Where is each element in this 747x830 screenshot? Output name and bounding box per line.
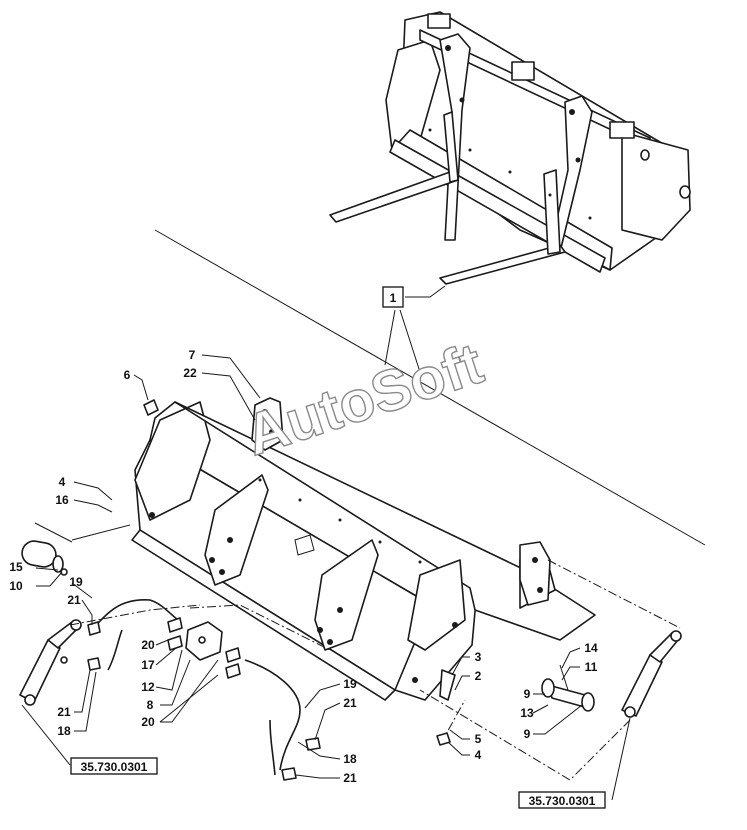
- callout-label: 21: [343, 696, 357, 710]
- svg-text:35.730.0301: 35.730.0301: [81, 760, 148, 774]
- callout-label: 11: [585, 660, 598, 674]
- loader-bucket: [131, 397, 596, 701]
- wear-pad: [143, 399, 159, 416]
- callout-label: 13: [520, 706, 534, 720]
- callout-label: 10: [9, 579, 23, 593]
- valve-block: [185, 621, 223, 661]
- callout-label: 5: [475, 732, 482, 746]
- svg-text:35.730.0301: 35.730.0301: [529, 794, 596, 808]
- callout-label: 14: [584, 641, 598, 655]
- callout-label: 4: [59, 475, 66, 489]
- callout-label: 18: [57, 724, 71, 738]
- callout-label: 4: [475, 748, 482, 762]
- cutting-edge-bolt: [439, 669, 456, 701]
- callout-label: 15: [9, 560, 23, 574]
- callout-label: 3: [475, 650, 482, 664]
- callout-label: 9: [524, 687, 531, 701]
- callout-labels: 7 22 6 4 16 15 10 19 21 20 17 12 8 20 21…: [9, 348, 598, 785]
- svg-text:1: 1: [390, 291, 397, 305]
- callout-label: 2: [475, 669, 482, 683]
- right-ram-cylinder: [621, 630, 682, 718]
- hose-fittings: [87, 617, 321, 781]
- leader-lines: [21, 354, 631, 801]
- callout-label: 9: [524, 727, 531, 741]
- callout-label: 6: [124, 368, 131, 382]
- callout-label: 18: [343, 752, 357, 766]
- left-ram-cylinder: [19, 619, 82, 706]
- callout-label: 7: [189, 348, 196, 362]
- callout-label: 21: [343, 771, 357, 785]
- callout-label: 17: [141, 658, 155, 672]
- bucket-with-pallet-forks: [329, 11, 691, 285]
- reference-box-left: 35.730.0301: [70, 757, 158, 775]
- reference-box-right: 35.730.0301: [518, 791, 606, 809]
- hydraulic-hoses: [91, 599, 301, 776]
- separator-line: [154, 229, 706, 546]
- callout-label: 22: [183, 366, 197, 380]
- nut: [436, 732, 451, 746]
- callout-label: 19: [343, 677, 357, 691]
- callout-label: 21: [67, 593, 81, 607]
- callout-label: 20: [141, 715, 155, 729]
- callout-label: 20: [141, 638, 155, 652]
- callout-label: 21: [57, 705, 71, 719]
- callout-label: 12: [141, 680, 155, 694]
- callout-label: 19: [69, 575, 83, 589]
- watermark: AutoSoft: [238, 331, 491, 468]
- callout-label: 8: [147, 698, 154, 712]
- pivot-pin-assembly: [541, 664, 595, 712]
- callout-box-1: 1: [382, 286, 404, 308]
- hydraulic-cylinder-small: [21, 540, 68, 576]
- callout-label: 16: [55, 493, 69, 507]
